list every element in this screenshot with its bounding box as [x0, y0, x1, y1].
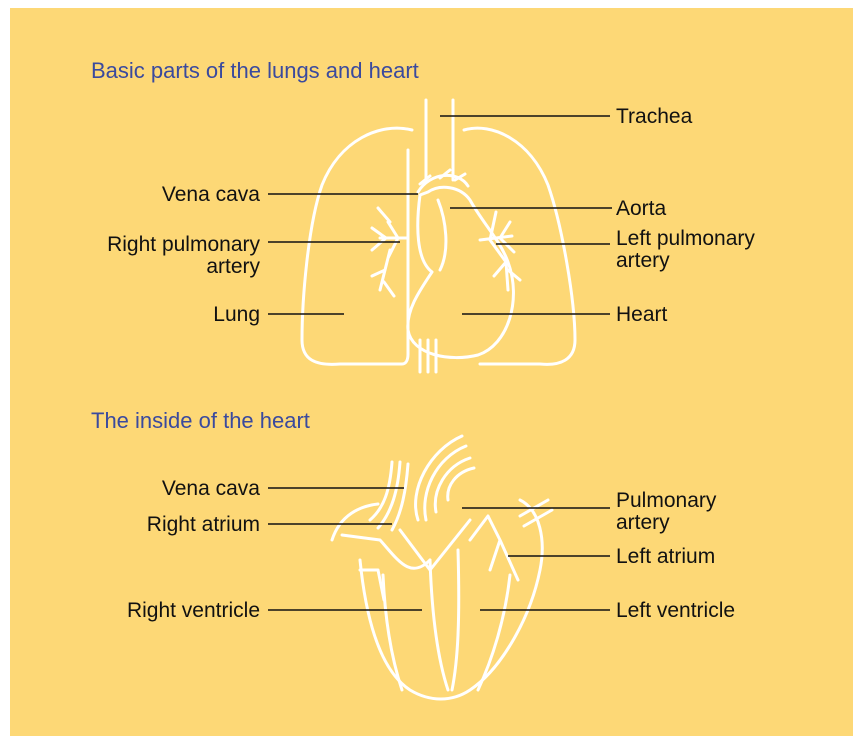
label-right-atrium: Right atrium [60, 514, 260, 535]
heart-inner-outline [332, 500, 542, 699]
label-left-ventricle: Left ventricle [616, 600, 735, 621]
label-vena-cava-top: Vena cava [60, 184, 260, 205]
label-right-ventricle: Right ventricle [40, 600, 260, 621]
right-pulmonary-branches [372, 208, 408, 296]
label-left-pulmonary-artery-line1: Left pulmonary [616, 228, 755, 249]
vena-cava-lines [370, 462, 408, 530]
label-right-pulmonary-artery-line2: artery [20, 256, 260, 277]
left-lung-outline [464, 128, 575, 364]
section2-title: The inside of the heart [91, 408, 310, 434]
septum [430, 550, 459, 690]
label-trachea: Trachea [616, 106, 692, 127]
label-right-pulmonary-artery-line1: Right pulmonary [20, 234, 260, 255]
label-aorta: Aorta [616, 198, 666, 219]
label-heart: Heart [616, 304, 667, 325]
label-left-pulmonary-artery-line2: artery [616, 250, 670, 271]
section1-title: Basic parts of the lungs and heart [91, 58, 419, 84]
label-vena-cava-inside: Vena cava [60, 478, 260, 499]
lower-vessels [420, 340, 436, 372]
label-lung: Lung [60, 304, 260, 325]
label-pulmonary-artery-line2: artery [616, 512, 670, 533]
label-left-atrium: Left atrium [616, 546, 715, 567]
trachea-outline [426, 100, 453, 180]
label-pulmonary-artery-line1: Pulmonary [616, 490, 716, 511]
